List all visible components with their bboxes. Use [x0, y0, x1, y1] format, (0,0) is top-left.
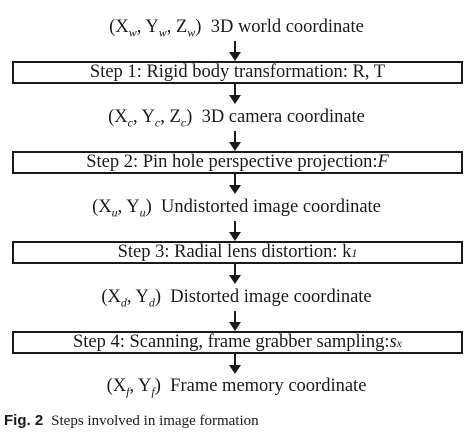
frame-memory-coordinate-label: (Xf, Yf) Frame memory coordinate — [0, 375, 473, 399]
paren-close: ) — [145, 197, 152, 217]
separator: , — [117, 197, 127, 217]
subscript: w — [158, 25, 167, 40]
var-x: X — [98, 197, 112, 217]
subscript: w — [187, 25, 196, 40]
coordinate-description: Frame memory coordinate — [170, 376, 367, 396]
subscript: c — [154, 115, 161, 130]
paren-close: ) — [154, 287, 162, 307]
step-4-text: Step 4: Scanning, frame grabber sampling… — [72, 332, 390, 352]
separator: , — [160, 107, 170, 127]
step-2-text: Step 2: Pin hole perspective projection: — [86, 152, 378, 172]
subscript: w — [128, 25, 137, 40]
var-z: Z — [175, 17, 188, 37]
undistorted-coordinate-label: (Xu, Yu) Undistorted image coordinate — [0, 196, 473, 220]
separator: , — [166, 17, 176, 37]
var-y: Y — [138, 376, 152, 396]
subscript: f — [151, 384, 155, 399]
var-x: X — [107, 287, 121, 307]
flow-arrow — [229, 311, 241, 331]
step-4-box: Step 4: Scanning, frame grabber sampling… — [12, 331, 463, 354]
flow-arrow — [229, 221, 241, 241]
step-3-text: Step 3: Radial lens distortion: k — [117, 242, 352, 262]
figure-caption: Fig. 2 Steps involved in image formation — [4, 412, 259, 430]
flow-arrow — [229, 174, 241, 194]
subscript: u — [139, 205, 146, 220]
coordinate-description: 3D camera coordinate — [201, 107, 365, 127]
var-x: X — [114, 107, 128, 127]
var-y: Y — [141, 107, 155, 127]
subscript: u — [111, 205, 118, 220]
coordinate-description: Distorted image coordinate — [170, 287, 372, 307]
paren-close: ) — [195, 17, 202, 37]
world-coordinate-label: (Xw, Yw, Zw) 3D world coordinate — [0, 16, 473, 40]
separator: , — [126, 287, 136, 307]
flow-arrow — [229, 131, 241, 151]
camera-coordinate-label: (Xc, Yc, Zc) 3D camera coordinate — [0, 106, 473, 130]
step-2-symbol: F — [377, 152, 389, 172]
separator: , — [129, 376, 139, 396]
subscript: f — [126, 384, 130, 399]
separator: , — [132, 107, 142, 127]
flow-arrow — [229, 354, 241, 374]
flow-arrow — [229, 84, 241, 104]
paren-open: ( — [108, 107, 115, 127]
paren-open: ( — [109, 17, 116, 37]
separator: , — [136, 17, 146, 37]
var-y: Y — [145, 17, 159, 37]
var-z: Z — [169, 107, 181, 127]
var-y: Y — [135, 287, 149, 307]
coordinate-description: Undistorted image coordinate — [161, 197, 381, 217]
figure-number: Fig. 2 — [4, 412, 44, 429]
step-1-box: Step 1: Rigid body transformation: R, T — [12, 61, 463, 84]
paren-close: ) — [154, 376, 161, 396]
paren-open: ( — [106, 376, 113, 396]
subscript: c — [180, 115, 187, 130]
paren-open: ( — [92, 197, 99, 217]
coordinate-description: 3D world coordinate — [210, 17, 364, 37]
var-x: X — [112, 376, 127, 396]
step-2-box: Step 2: Pin hole perspective projection:… — [12, 151, 463, 174]
subscript: d — [120, 295, 127, 310]
flow-arrow — [229, 264, 241, 284]
step-4-symbol: s — [389, 332, 397, 352]
subscript: d — [148, 295, 155, 310]
paren-close: ) — [186, 107, 193, 127]
caption-text: Steps involved in image formation — [51, 413, 259, 429]
var-y: Y — [126, 197, 140, 217]
flow-arrow — [229, 41, 241, 61]
subscript: c — [127, 115, 133, 130]
paren-open: ( — [101, 287, 108, 307]
step-1-text: Step 1: Rigid body transformation: R, T — [89, 62, 386, 82]
var-x: X — [115, 17, 129, 37]
distorted-coordinate-label: (Xd, Yd) Distorted image coordinate — [0, 286, 473, 310]
